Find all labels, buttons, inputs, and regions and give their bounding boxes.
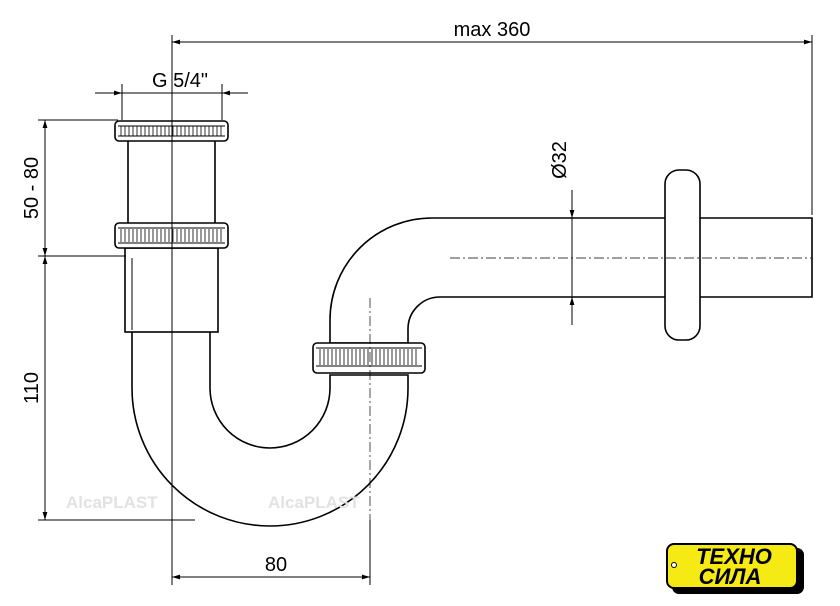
dim-max-length: max 360 (454, 19, 531, 41)
dim-depth: 110 (21, 372, 43, 404)
svg-text:СИЛА: СИЛА (699, 564, 762, 589)
dim-height-adjust: 50 - 80 (21, 157, 43, 219)
dim-diameter: Ø32 (549, 141, 571, 179)
siphon-body (114, 120, 813, 527)
watermark-left: AlcaPLAST (66, 493, 158, 512)
dim-offset: 80 (265, 554, 287, 576)
svg-text:ТЕХНО: ТЕХНО (696, 544, 772, 569)
watermark-right: AlcaPLAST (268, 493, 360, 512)
technosila-logo: ТЕХНО СИЛА (666, 543, 804, 594)
dim-thread: G 5/4" (152, 70, 208, 92)
wall-rosette (664, 169, 701, 341)
